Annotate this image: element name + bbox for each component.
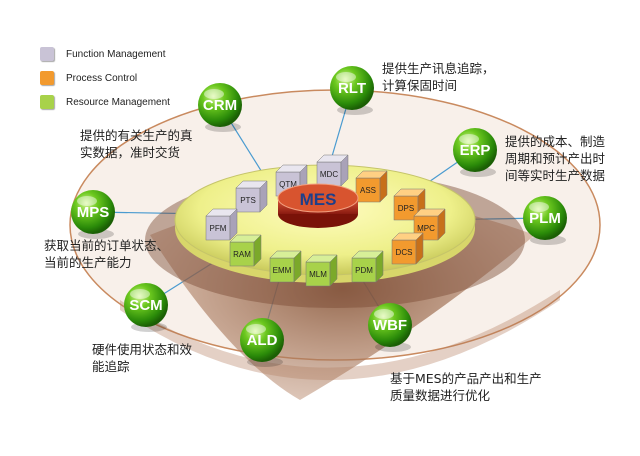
module-emm[interactable]: EMM xyxy=(269,250,302,283)
note-erp: 提供的成本、制造 周期和预计产出时 间等实时生产数据 xyxy=(505,134,606,183)
note-crm: 提供的有关生产的真 实数据，准时交货 xyxy=(80,128,193,160)
note-wbf: 基于MES的产品产出和生产 质量数据进行优化 xyxy=(390,371,542,403)
node-erp[interactable]: ERP xyxy=(453,128,497,177)
node-label: RLT xyxy=(338,80,366,97)
module-label: PTS xyxy=(240,196,256,205)
legend-item-function-management: Function Management xyxy=(40,47,166,61)
mes-label: MES xyxy=(300,190,337,209)
module-mlm[interactable]: MLM xyxy=(305,254,338,287)
node-mps[interactable]: MPS xyxy=(71,190,115,239)
node-label: ERP xyxy=(460,142,491,159)
mes-hub[interactable]: MES xyxy=(277,183,359,228)
module-label: PDM xyxy=(355,266,373,275)
legend-swatch-function xyxy=(40,47,54,61)
module-label: DPS xyxy=(398,204,414,213)
module-label: EMM xyxy=(273,266,292,275)
node-rlt[interactable]: RLT xyxy=(330,66,374,115)
module-cubes: PTS QTM MDC PFM ASS DPS MPC DCS RAM EMM MLM PDM xyxy=(205,154,446,287)
node-wbf[interactable]: WBF xyxy=(368,303,412,352)
note-scm: 硬件使用状态和效 能追踪 xyxy=(92,342,193,374)
node-ald[interactable]: ALD xyxy=(240,318,284,367)
node-label: WBF xyxy=(373,317,407,334)
legend-label-resource: Resource Management xyxy=(66,96,170,108)
module-ass[interactable]: ASS xyxy=(355,170,388,203)
node-label: SCM xyxy=(129,297,162,314)
legend-label-function: Function Management xyxy=(66,48,166,60)
module-label: ASS xyxy=(360,186,376,195)
module-label: QTM xyxy=(279,180,297,189)
node-label: ALD xyxy=(247,332,278,349)
module-label: MPC xyxy=(417,224,435,233)
module-label: MDC xyxy=(320,170,338,179)
external-systems: CRM RLT ERP MPS PLM SCM ALD WBF xyxy=(71,66,567,367)
node-crm[interactable]: CRM xyxy=(198,83,242,132)
node-label: PLM xyxy=(529,210,561,227)
module-dcs[interactable]: DCS xyxy=(391,232,424,265)
module-pdm[interactable]: PDM xyxy=(351,250,384,283)
node-scm[interactable]: SCM xyxy=(124,283,168,332)
module-mpc[interactable]: MPC xyxy=(413,208,446,241)
node-label: MPS xyxy=(77,204,110,221)
module-pfm[interactable]: PFM xyxy=(205,208,238,241)
module-mdc[interactable]: MDC xyxy=(316,154,349,187)
module-pts[interactable]: PTS xyxy=(235,180,268,213)
legend-label-process: Process Control xyxy=(66,72,138,84)
legend-swatch-process xyxy=(40,71,54,85)
legend-item-resource-management: Resource Management xyxy=(40,95,170,109)
legend-swatch-resource xyxy=(40,95,54,109)
legend-item-process-control: Process Control xyxy=(40,71,137,85)
node-label: CRM xyxy=(203,97,237,114)
module-label: DCS xyxy=(396,248,413,257)
node-plm[interactable]: PLM xyxy=(523,196,567,245)
module-label: MLM xyxy=(309,270,327,279)
note-rlt: 提供生产讯息追踪， 计算保固时间 xyxy=(382,61,495,93)
module-ram[interactable]: RAM xyxy=(229,234,262,267)
module-label: PFM xyxy=(210,224,227,233)
note-mps: 获取当前的订单状态、 当前的生产能力 xyxy=(44,238,170,270)
module-label: RAM xyxy=(233,250,251,259)
